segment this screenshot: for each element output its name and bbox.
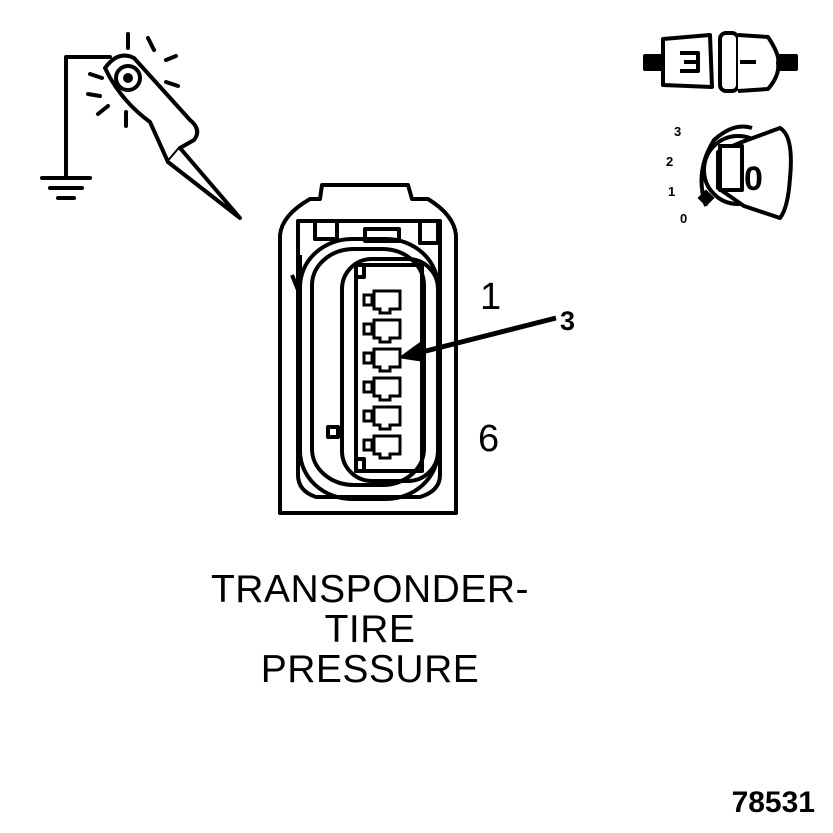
- connector-face-icon: [278, 183, 458, 515]
- callout-arrow: [398, 315, 557, 362]
- ignition-position-2: 2: [666, 154, 674, 169]
- ignition-key-off-icon: [697, 124, 793, 220]
- ignition-position-1: 1: [668, 184, 676, 199]
- pin-label-last: 6: [478, 418, 500, 460]
- pin-terminal: [362, 318, 402, 344]
- callout-label: 3: [560, 306, 576, 336]
- reference-number: 78531: [731, 786, 815, 819]
- pin-terminal: [362, 289, 402, 315]
- pin-terminal: [362, 376, 402, 402]
- pin-terminal: [362, 347, 402, 373]
- ignition-position-3: 3: [674, 124, 682, 139]
- caption-line-3: PRESSURE: [260, 648, 480, 691]
- pin-terminal: [362, 434, 402, 460]
- test-probe-ground-icon: [40, 32, 242, 220]
- ignition-key-symbol: 0: [744, 160, 763, 198]
- caption-line-2: TIRE: [324, 608, 416, 651]
- connector-disconnected-icon: [643, 31, 798, 93]
- caption-line-1: TRANSPONDER-: [210, 568, 530, 611]
- ignition-position-0: 0: [680, 211, 688, 226]
- pin-terminal: [362, 405, 402, 431]
- pin-label-first: 1: [480, 276, 502, 318]
